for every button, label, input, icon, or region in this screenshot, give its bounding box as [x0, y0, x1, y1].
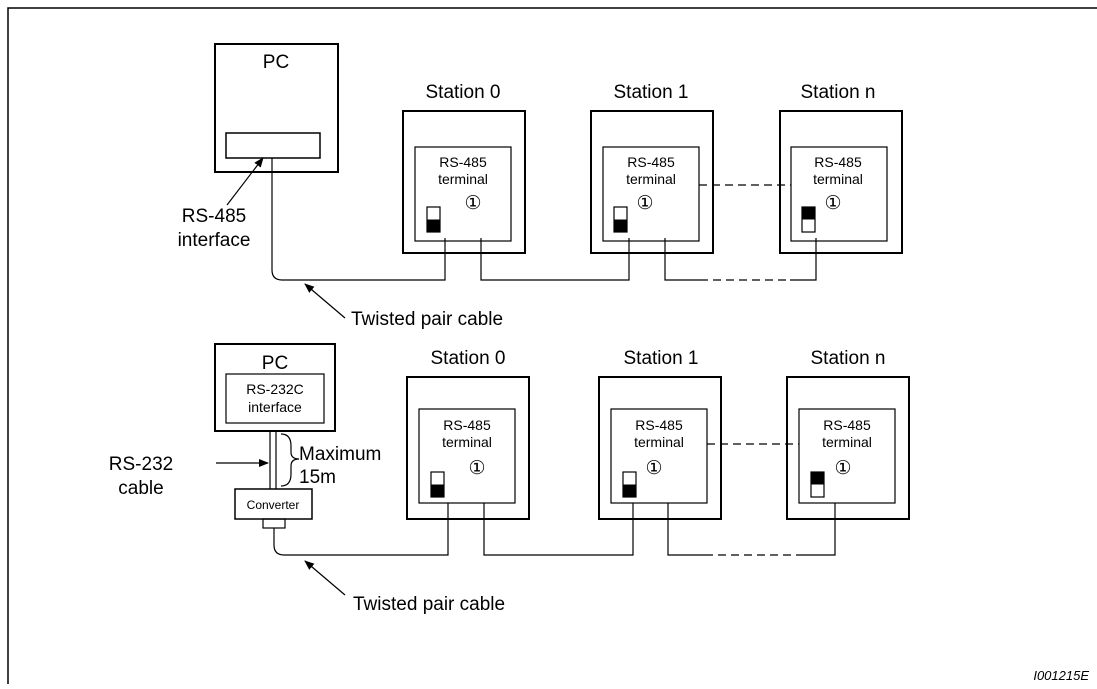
bottom-bus-station-1-out [667, 503, 705, 556]
bottom-cable-arrow [304, 560, 346, 596]
bottom-cable232-label-line2: cable [118, 478, 163, 499]
top-pc-label: PC [263, 52, 289, 73]
top-station-0-box [402, 110, 526, 254]
bottom-station-n-marker: ① [834, 458, 851, 479]
bottom-station-0-terminal-line1: RS-485 [443, 417, 491, 433]
top-bus-station-0-to-1 [480, 238, 630, 281]
top-station-n-box [779, 110, 903, 254]
bottom-station-1-terminal-line2: terminal [634, 434, 684, 450]
top-station-1-name: Station 1 [614, 82, 689, 103]
top-station-0-marker: ① [464, 193, 481, 214]
bottom-station-0-switch-lever [431, 484, 444, 497]
bottom-station-n-name: Station n [811, 348, 886, 369]
top-pc-box [214, 43, 339, 173]
top-bus-station-1-out [664, 238, 700, 281]
bottom-pc-interface-line1: RS-232C [246, 381, 304, 397]
bottom-station-n-terminal-line1: RS-485 [823, 417, 871, 433]
top-cable-label: Twisted pair cable [351, 309, 503, 330]
bottom-station-1-terminal [610, 408, 708, 504]
bottom-station-1-terminal-line1: RS-485 [635, 417, 683, 433]
top-bus-pc-to-station-0 [271, 158, 446, 281]
bottom-station-n-switch-lever [811, 472, 824, 485]
bottom-station-n-terminal-line2: terminal [822, 434, 872, 450]
top-station-n-name: Station n [801, 82, 876, 103]
top-station-0-terminal-line1: RS-485 [439, 154, 487, 170]
bottom-max-length-line1: Maximum [299, 444, 381, 465]
top-rs485-interface-port [225, 132, 321, 159]
bottom-station-0-terminal-line2: terminal [442, 434, 492, 450]
bottom-bus-station-0-to-1 [483, 503, 634, 556]
bottom-station-n-box [786, 376, 910, 520]
bottom-station-1-marker: ① [645, 458, 662, 479]
bottom-station-0-marker: ① [468, 458, 485, 479]
top-station-n-terminal-line1: RS-485 [814, 154, 862, 170]
top-cable-arrow [304, 283, 346, 319]
bottom-rs232c-interface [225, 373, 325, 424]
top-station-1-switch-lever [614, 219, 627, 232]
top-station-0-switch-lever [427, 219, 440, 232]
top-interface-label-line2: interface [178, 230, 251, 251]
bottom-converter-plug [262, 518, 286, 529]
figure-code: I001215E [1033, 668, 1089, 683]
bottom-station-n-terminal [798, 408, 896, 504]
bottom-station-1-switch-lever [623, 484, 636, 497]
bottom-cable-label: Twisted pair cable [353, 594, 505, 615]
figure-frame [7, 7, 1097, 684]
top-station-0-terminal [414, 146, 512, 242]
top-bus-station-n-in [790, 238, 817, 281]
top-station-n-terminal-line2: terminal [813, 171, 863, 187]
top-station-1-terminal-line2: terminal [626, 171, 676, 187]
bottom-max-length-brace [280, 433, 300, 487]
bottom-max-length-line2: 15m [299, 467, 336, 488]
top-station-1-terminal-line1: RS-485 [627, 154, 675, 170]
bottom-station-0-name: Station 0 [431, 348, 506, 369]
top-station-n-terminal [790, 146, 888, 242]
top-station-1-terminal [602, 146, 700, 242]
bottom-station-1-name: Station 1 [624, 348, 699, 369]
top-interface-label-line1: RS-485 [182, 206, 246, 227]
top-station-1-marker: ① [636, 193, 653, 214]
top-station-n-marker: ① [824, 193, 841, 214]
bottom-converter-label: Converter [247, 498, 300, 512]
bottom-station-0-terminal [418, 408, 516, 504]
top-interface-arrow [226, 157, 264, 206]
bottom-cable232-label-line1: RS-232 [109, 454, 173, 475]
bottom-bus-station-n-in [800, 503, 836, 556]
bottom-station-1-box [598, 376, 722, 520]
bottom-pc-box [214, 343, 336, 432]
top-station-1-box [590, 110, 714, 254]
bottom-bus-converter-to-station-0 [273, 503, 449, 556]
bottom-pc-label: PC [262, 353, 288, 374]
top-station-0-name: Station 0 [426, 82, 501, 103]
top-configuration [214, 43, 903, 319]
top-station-0-terminal-line2: terminal [438, 171, 488, 187]
bottom-pc-interface-line2: interface [248, 399, 302, 415]
top-station-n-switch-lever [802, 207, 815, 220]
bottom-configuration [214, 343, 910, 596]
bottom-station-0-box [406, 376, 530, 520]
